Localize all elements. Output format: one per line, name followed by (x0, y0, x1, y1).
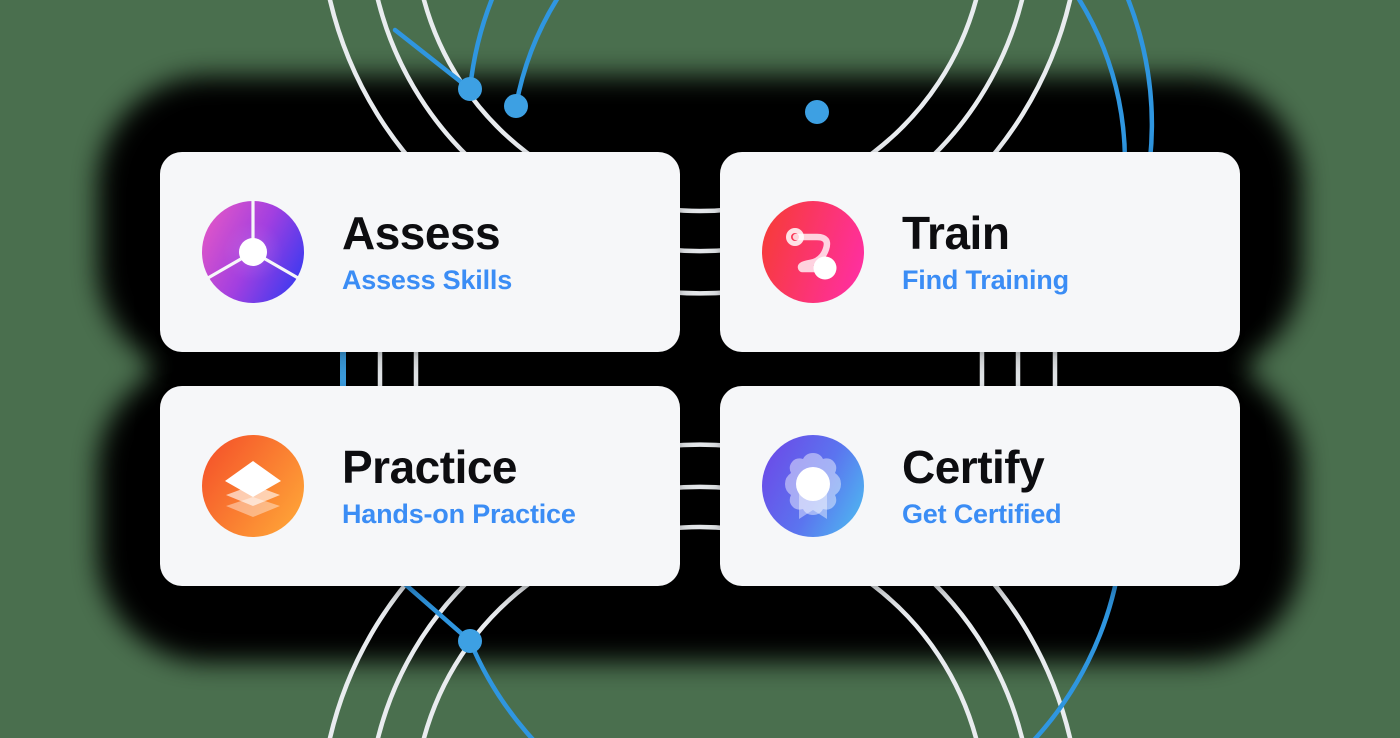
card-subtitle: Find Training (902, 265, 1069, 296)
layers-stack-icon (202, 435, 304, 537)
card-text-block: Practice Hands-on Practice (342, 443, 576, 529)
card-title: Train (902, 207, 1010, 260)
card-subtitle: Hands-on Practice (342, 499, 576, 530)
journey-card-train[interactable]: Train Find Training (720, 152, 1240, 352)
card-text-block: Assess Assess Skills (342, 209, 512, 295)
card-subtitle: Get Certified (902, 499, 1062, 530)
node-dot-top-right (805, 100, 829, 124)
blue-arc-tail-bl (395, 575, 473, 644)
journey-card-grid: Assess Assess Skills (160, 152, 1240, 586)
card-title: Practice (342, 441, 518, 494)
blue-arc-top (467, 0, 1155, 163)
journey-card-certify[interactable]: Certify Get Certified (720, 386, 1240, 586)
node-dot-top-left-b (504, 94, 528, 118)
node-dot-top-left-a (458, 77, 482, 101)
journey-card-practice[interactable]: Practice Hands-on Practice (160, 386, 680, 586)
award-badge-icon (762, 435, 864, 537)
blue-arc-tail-tl (392, 27, 473, 92)
card-text-block: Train Find Training (902, 209, 1069, 295)
card-text-block: Certify Get Certified (902, 441, 1062, 530)
card-subtitle: Assess Skills (342, 265, 513, 296)
card-title: Certify (902, 441, 1045, 494)
card-title: Assess (342, 207, 501, 260)
node-dot-bottom-left (458, 629, 482, 653)
donut-chart-icon (202, 201, 304, 303)
blue-arc-bottom (467, 557, 1123, 738)
journey-card-assess[interactable]: Assess Assess Skills (160, 152, 680, 352)
route-path-icon (762, 201, 864, 303)
